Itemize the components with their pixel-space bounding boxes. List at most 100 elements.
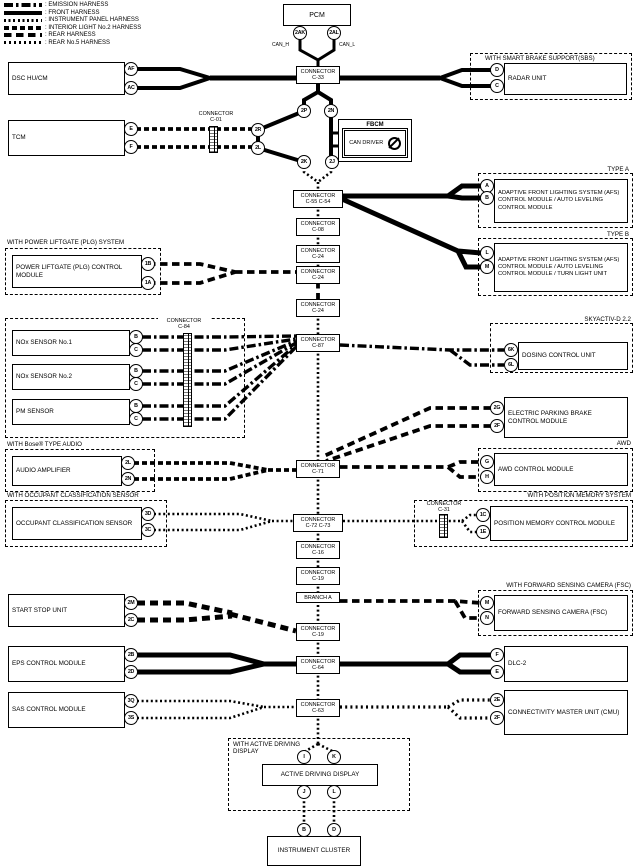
module-awd-control: AWD CONTROL MODULE xyxy=(494,453,628,486)
module-dsc: DSC HU/CM xyxy=(8,62,125,95)
pin-cluster-d: D xyxy=(327,823,341,837)
module-fbcm: FBCM CAN DRIVER xyxy=(338,119,412,162)
pin-junction-2r: 2R xyxy=(251,123,265,137)
pin-awd-h: H xyxy=(480,470,494,484)
pin-add-i: I xyxy=(297,750,311,764)
pin-dsc-af: AF xyxy=(124,62,138,76)
group-awd xyxy=(478,448,633,492)
pin-cmu-2e: 2E xyxy=(490,693,504,707)
module-eps: EPS CONTROL MODULE xyxy=(8,646,125,682)
pin-junction-2n: 2N xyxy=(324,104,338,118)
instrument-panel-harness-wires xyxy=(137,162,477,830)
pin-2ak: 2AK xyxy=(293,26,307,40)
rear-line-sample xyxy=(4,33,42,38)
pcm-label: PCM xyxy=(309,11,325,19)
pcm-can-wires xyxy=(298,39,338,148)
module-epb: ELECTRIC PARKING BRAKE CONTROL MODULE xyxy=(504,397,628,438)
module-fsc: FORWARD SENSING CAMERA (FSC) xyxy=(494,595,628,631)
group-plg-label: WITH POWER LIFTGATE (PLG) SYSTEM xyxy=(6,239,126,247)
pin-sas-3s: 3S xyxy=(124,711,138,725)
pin-afs-a-b: B xyxy=(480,191,494,205)
module-dlc2: DLC-2 xyxy=(504,646,628,682)
group-skyactiv-label: SKYACTIV-D 2.2 xyxy=(544,316,632,324)
legend-item-instrument: : INSTRUMENT PANEL HARNESS xyxy=(4,17,141,23)
legend-label: : INSTRUMENT PANEL HARNESS xyxy=(45,17,139,24)
legend-item-interior: : INTERIOR LIGHT No.2 HARNESS xyxy=(4,25,141,31)
group-sbs xyxy=(470,53,632,100)
pin-pms-1e: 1E xyxy=(476,525,490,539)
pin-junction-2p: 2P xyxy=(297,104,311,118)
connector-c31-symbol xyxy=(439,514,448,538)
pin-dlc2-f: F xyxy=(490,648,504,662)
pin-tcm-e: E xyxy=(124,122,138,136)
pin-sas-3q: 3Q xyxy=(124,694,138,708)
module-instrument-cluster: INSTRUMENT CLUSTER xyxy=(267,836,361,866)
group-active-driving-display xyxy=(228,738,410,811)
front-harness-wires xyxy=(136,67,491,164)
pin-dsc-ac: AC xyxy=(124,81,138,95)
pin-fsc-n: N xyxy=(480,611,494,625)
fbcm-label: FBCM xyxy=(366,122,384,128)
pin-nox1-b: B xyxy=(129,330,143,344)
pin-afs-b-m: M xyxy=(480,260,494,274)
pin-add-k: K xyxy=(327,750,341,764)
group-awd-label: AWD xyxy=(594,440,632,448)
pin-awd-g: G xyxy=(480,455,494,469)
rear-harness-wires xyxy=(148,262,491,620)
pin-cmu-2f: 2F xyxy=(490,711,504,725)
module-dosing-control: DOSING CONTROL UNIT xyxy=(518,342,628,370)
legend-item-rear5: : REAR No.5 HARNESS xyxy=(4,40,141,46)
harness-legend: : EMISSION HARNESS : FRONT HARNESS : INS… xyxy=(4,2,141,48)
pin-junction-2j: 2J xyxy=(325,155,339,169)
legend-item-rear: : REAR HARNESS xyxy=(4,32,141,38)
branch-a: BRANCH A xyxy=(296,592,340,604)
module-position-memory: POSITION MEMORY CONTROL MODULE xyxy=(490,506,628,541)
group-bose-audio xyxy=(5,449,155,492)
start-stop-wires xyxy=(137,600,297,634)
module-active-driving-display: ACTIVE DRIVING DISPLAY xyxy=(262,764,378,786)
front-line-sample xyxy=(4,10,42,15)
group-skyactiv xyxy=(490,323,633,373)
legend-label: : FRONT HARNESS xyxy=(45,9,100,16)
legend-label: : EMISSION HARNESS xyxy=(45,2,109,8)
module-radar: RADAR UNIT xyxy=(504,63,627,95)
pin-ssu-2m: 2M xyxy=(124,596,138,610)
module-tcm: TCM xyxy=(8,120,125,156)
legend-label: : REAR HARNESS xyxy=(45,32,96,39)
pin-add-j: J xyxy=(297,785,311,799)
pin-dosing-6k: 6K xyxy=(504,343,518,357)
pin-junction-2k: 2K xyxy=(297,155,311,169)
no-entry-icon xyxy=(387,136,401,150)
pin-nox2-b: B xyxy=(129,364,143,378)
legend-label: : INTERIOR LIGHT No.2 HARNESS xyxy=(45,24,142,31)
pin-ocs-3c: 3C xyxy=(141,523,155,537)
instrument-line-sample xyxy=(4,18,42,22)
connector-c01-symbol xyxy=(209,126,218,153)
module-nox-sensor-2: NOx SENSOR No.2 xyxy=(12,364,130,390)
pin-dosing-6l: 6L xyxy=(504,358,518,372)
interior-light-harness-wires xyxy=(134,127,296,481)
emission-harness-wires xyxy=(142,334,504,421)
group-sbs-label: WITH SMART BRAKE SUPPORT(SBS) xyxy=(484,55,630,63)
pin-pm-b: B xyxy=(129,399,143,413)
can-driver-label: CAN DRIVER xyxy=(349,140,384,146)
module-start-stop-unit: START STOP UNIT xyxy=(8,594,125,627)
interior-line-sample xyxy=(4,25,42,30)
legend-label: : REAR No.5 HARNESS xyxy=(45,39,111,46)
pin-afs-b-l: L xyxy=(480,246,494,260)
module-pm-sensor: PM SENSOR xyxy=(12,399,130,425)
group-plg xyxy=(5,248,161,295)
group-ocs-label: WITH OCCUPANT CLASSIFICATION SENSOR xyxy=(6,492,140,500)
pin-2al: 2AL xyxy=(327,26,341,40)
module-cmu: CONNECTIVITY MASTER UNIT (CMU) xyxy=(504,690,628,735)
pin-radar-d: D xyxy=(490,63,504,77)
group-type-b xyxy=(478,238,633,296)
